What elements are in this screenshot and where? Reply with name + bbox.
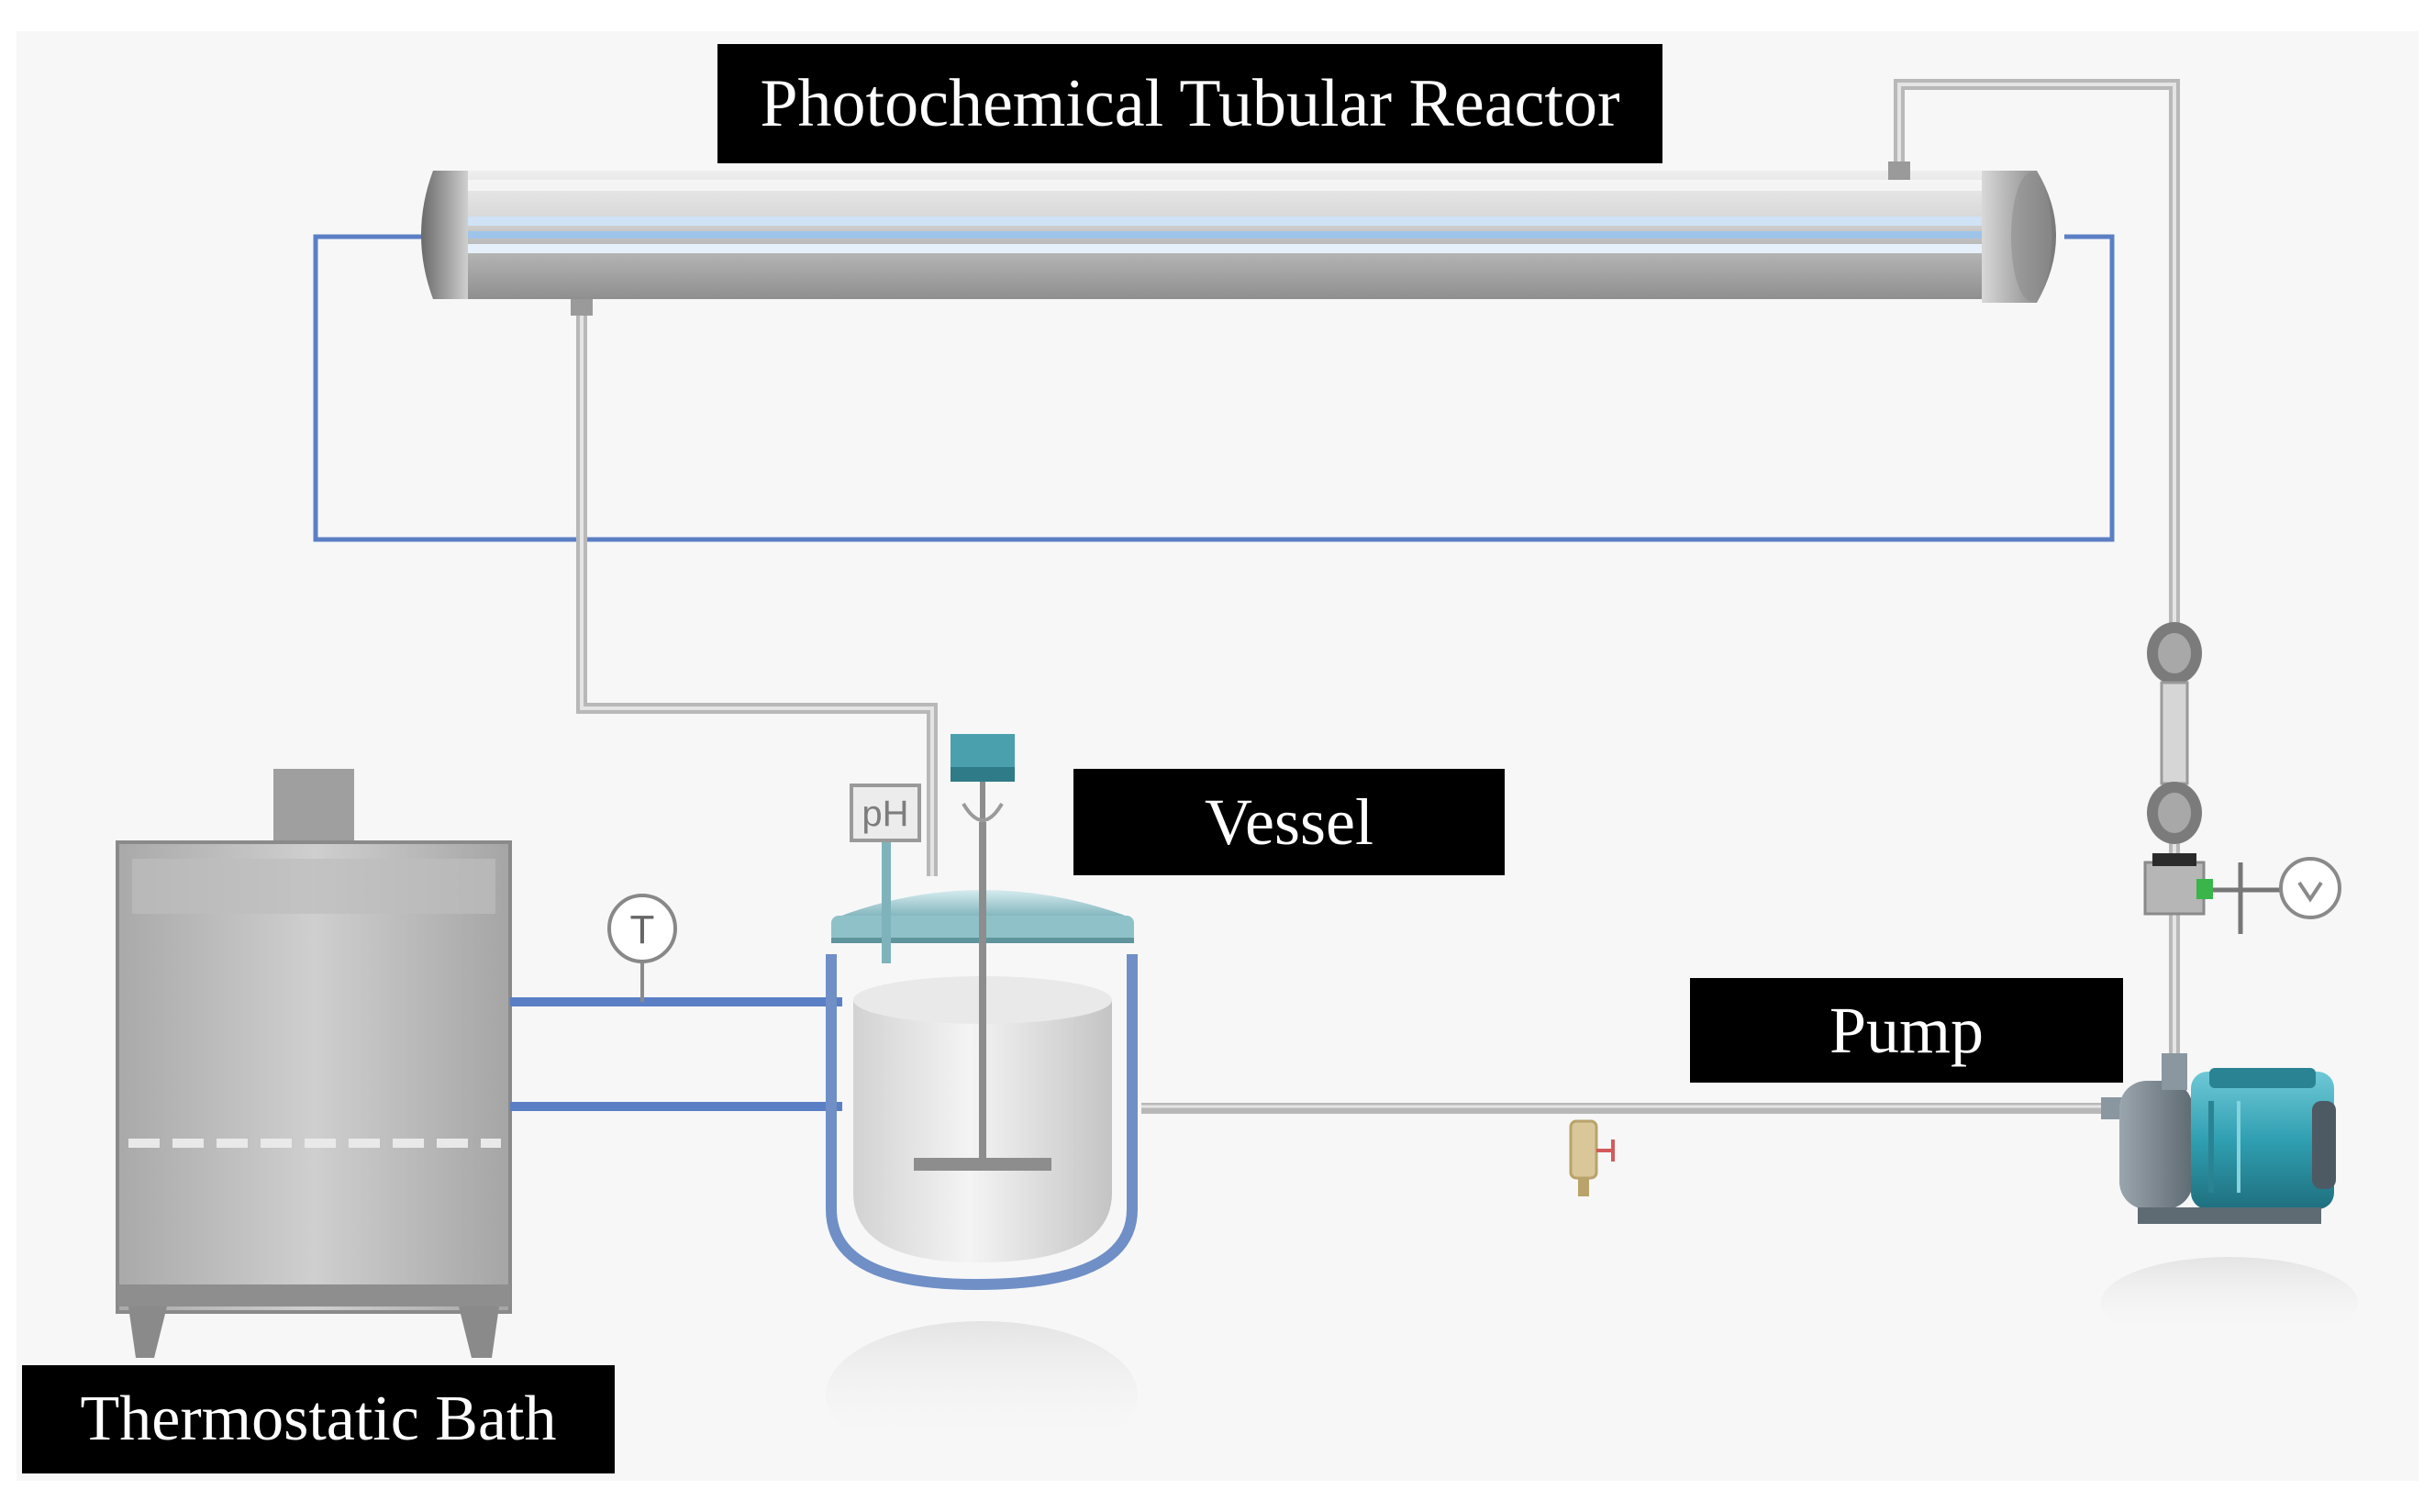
- tubular-reactor: [421, 161, 2056, 316]
- control-valve: [2143, 853, 2285, 934]
- temperature-sensor-label: T: [630, 907, 655, 952]
- vessel-reflection: [826, 1321, 1138, 1468]
- vessel: [826, 734, 1138, 1291]
- thermostatic-bath: [116, 769, 512, 1358]
- sampling-valve: [1569, 1119, 1615, 1196]
- ph-probe-label: pH: [862, 794, 908, 834]
- flow-meter: [2147, 622, 2202, 844]
- vessel-label: Vessel: [1073, 769, 1505, 875]
- temperature-sensor: T: [607, 894, 677, 1002]
- reactor-cooling-loop: [313, 234, 2115, 542]
- pump-label: Pump: [1690, 978, 2123, 1083]
- reactor-label: Photochemical Tubular Reactor: [717, 44, 1662, 163]
- pressure-gauge-icon: [2279, 857, 2341, 919]
- pump-reflection: [2101, 1257, 2358, 1349]
- thermostatic-bath-label: Thermostatic Bath: [22, 1365, 615, 1473]
- ph-probe: pH: [850, 784, 921, 842]
- pump: [2101, 1053, 2336, 1224]
